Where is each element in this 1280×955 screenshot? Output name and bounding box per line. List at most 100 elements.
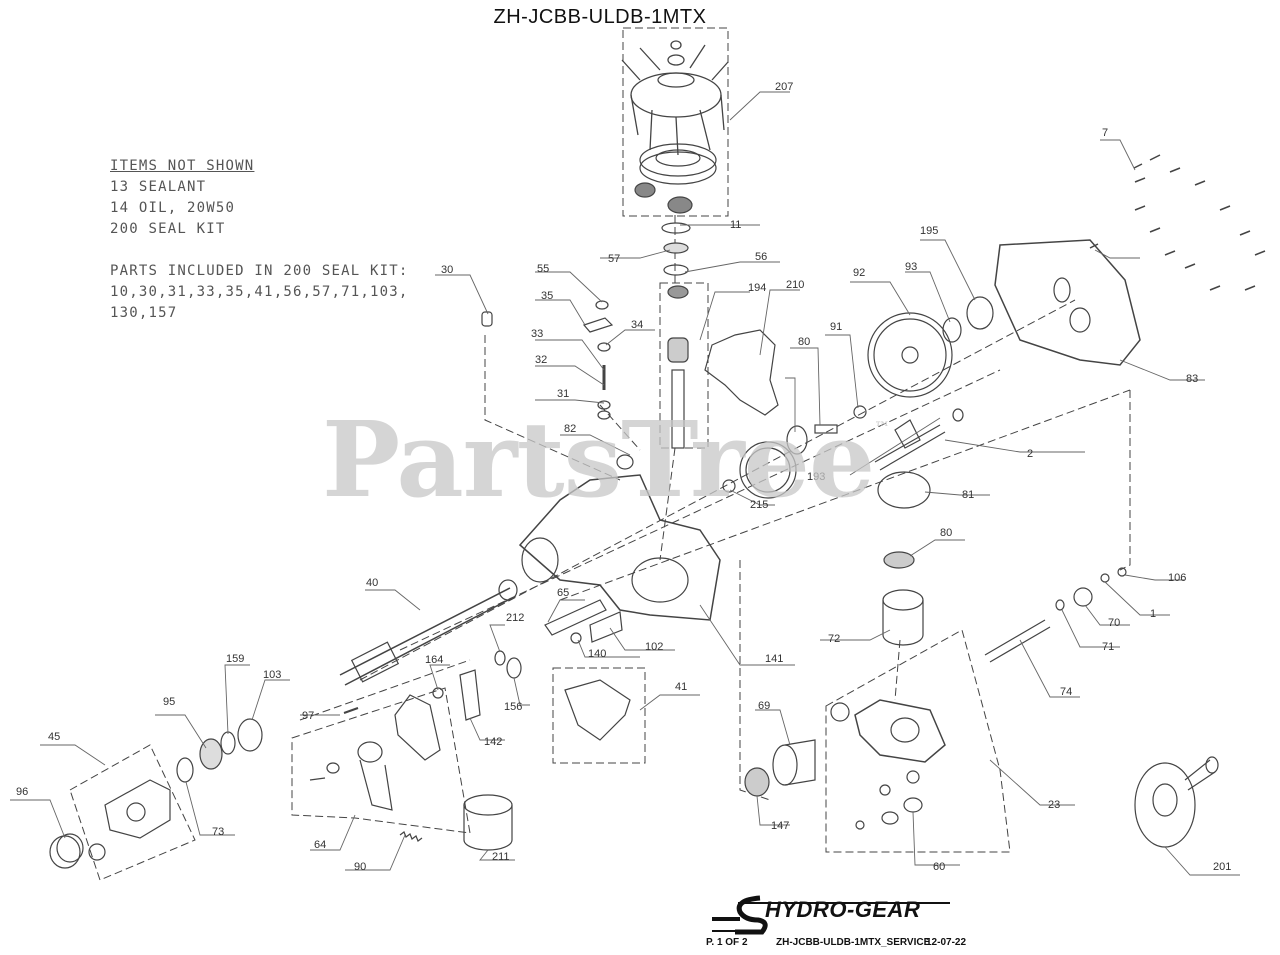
- callout-92: 92: [853, 267, 865, 279]
- callout-195: 195: [920, 225, 938, 237]
- brand-logo-mark: [712, 895, 950, 935]
- footer-date: 12-07-22: [926, 937, 967, 948]
- callout-60: 60: [933, 861, 945, 873]
- link-141: [459, 669, 481, 721]
- seal-56: [663, 242, 689, 254]
- bearing-93: [966, 296, 994, 330]
- callout-34: 34: [631, 319, 643, 331]
- callout-7: 7: [1102, 127, 1108, 139]
- ring-103: [570, 632, 582, 644]
- lever-102: [544, 599, 607, 636]
- callout-215: 215: [750, 499, 768, 511]
- callout-96: 96: [16, 786, 28, 798]
- nut-97: [88, 843, 106, 861]
- input-shaft: [667, 285, 689, 449]
- center-section-201: [854, 699, 946, 763]
- washer-140: [494, 650, 506, 666]
- callout-65: 65: [557, 587, 569, 599]
- callout-32: 32: [535, 354, 547, 366]
- seal-60: [744, 767, 770, 797]
- callout-83: 83: [1186, 373, 1198, 385]
- kit-line: PARTS INCLUDED IN 200 SEAL KIT:: [110, 263, 409, 279]
- callout-23: 23: [1048, 799, 1060, 811]
- vent-194: [481, 311, 493, 327]
- bearing-211: [357, 741, 383, 763]
- callout-106: 106: [1168, 572, 1186, 584]
- callout-193: 193: [807, 471, 825, 483]
- callout-102: 102: [645, 641, 663, 653]
- note-item: 200 SEAL KIT: [110, 221, 226, 237]
- callout-64: 64: [314, 839, 326, 851]
- washer-80: [853, 405, 867, 419]
- seal-31: [597, 400, 611, 410]
- callout-159: 159: [226, 653, 244, 665]
- callout-41: 41: [675, 681, 687, 693]
- fan-group-box: [622, 27, 729, 217]
- washer-74: [1055, 599, 1065, 611]
- callout-80: 80: [798, 336, 810, 348]
- callout-156: 156: [504, 701, 522, 713]
- seal-201: [903, 797, 923, 813]
- bolt-set-7: [1089, 154, 1266, 291]
- plug-193: [616, 454, 634, 470]
- gear-91: [867, 312, 953, 398]
- note-item: 13 SEALANT: [110, 179, 207, 195]
- notes-heading: ITEMS NOT SHOWN: [110, 158, 255, 174]
- seal-41: [506, 657, 522, 679]
- gear-81: [739, 441, 797, 499]
- washer-80b: [722, 479, 736, 493]
- seal-212: [498, 579, 518, 601]
- callout-35: 35: [541, 290, 553, 302]
- bracket-group-box: [291, 687, 471, 834]
- washer-70: [1117, 567, 1127, 577]
- spacer-92: [942, 317, 962, 343]
- callout-211: 211: [492, 851, 510, 863]
- hub-group-box: [69, 744, 196, 881]
- spring-147: [399, 831, 423, 842]
- ring-33: [597, 342, 611, 352]
- washer-55: [663, 264, 689, 276]
- swashplate-40: [877, 471, 931, 509]
- callout-31: 31: [557, 388, 569, 400]
- shaft-215: [874, 424, 946, 471]
- callout-56: 56: [755, 251, 767, 263]
- cooling-fan: [621, 40, 729, 156]
- axle-212: [339, 587, 513, 686]
- callout-80: 80: [940, 527, 952, 539]
- fan-pulley: [639, 143, 717, 185]
- callout-30: 30: [441, 264, 453, 276]
- callout-207: 207: [775, 81, 793, 93]
- oil-filter-23: [463, 794, 513, 851]
- pin-142: [343, 707, 359, 714]
- callout-1: 1: [1150, 608, 1156, 620]
- footer-page: P. 1 OF 2: [706, 937, 748, 948]
- kit-line: 10,30,31,33,35,41,56,57,71,103,: [110, 284, 409, 300]
- callout-2: 2: [1027, 448, 1033, 460]
- callout-147: 147: [771, 820, 789, 832]
- callout-194: 194: [748, 282, 766, 294]
- kit-line: 130,157: [110, 305, 178, 321]
- notes-block: ITEMS NOT SHOWN 13 SEALANT 14 OIL, 20W50…: [110, 156, 409, 324]
- callout-142: 142: [484, 736, 502, 748]
- guard-group-box: [552, 667, 646, 764]
- callout-74: 74: [1060, 686, 1072, 698]
- snap-ring: [661, 222, 691, 234]
- callout-103: 103: [263, 669, 281, 681]
- ring-90: [176, 757, 194, 783]
- cover-plate-195: [704, 329, 779, 416]
- cap-156: [49, 833, 84, 869]
- callout-70: 70: [1108, 617, 1120, 629]
- callout-141: 141: [765, 653, 783, 665]
- cover-2: [994, 239, 1141, 366]
- watermark: PartsTree™: [322, 398, 890, 521]
- motor-block-64: [772, 739, 816, 786]
- callout-11: 11: [730, 219, 741, 231]
- callout-55: 55: [537, 263, 549, 275]
- cylinder-block-69: [882, 589, 924, 646]
- bracket-211: [394, 694, 441, 761]
- fan-nut: [634, 182, 693, 214]
- callout-45: 45: [48, 731, 60, 743]
- pump-shaft-73: [984, 619, 1051, 663]
